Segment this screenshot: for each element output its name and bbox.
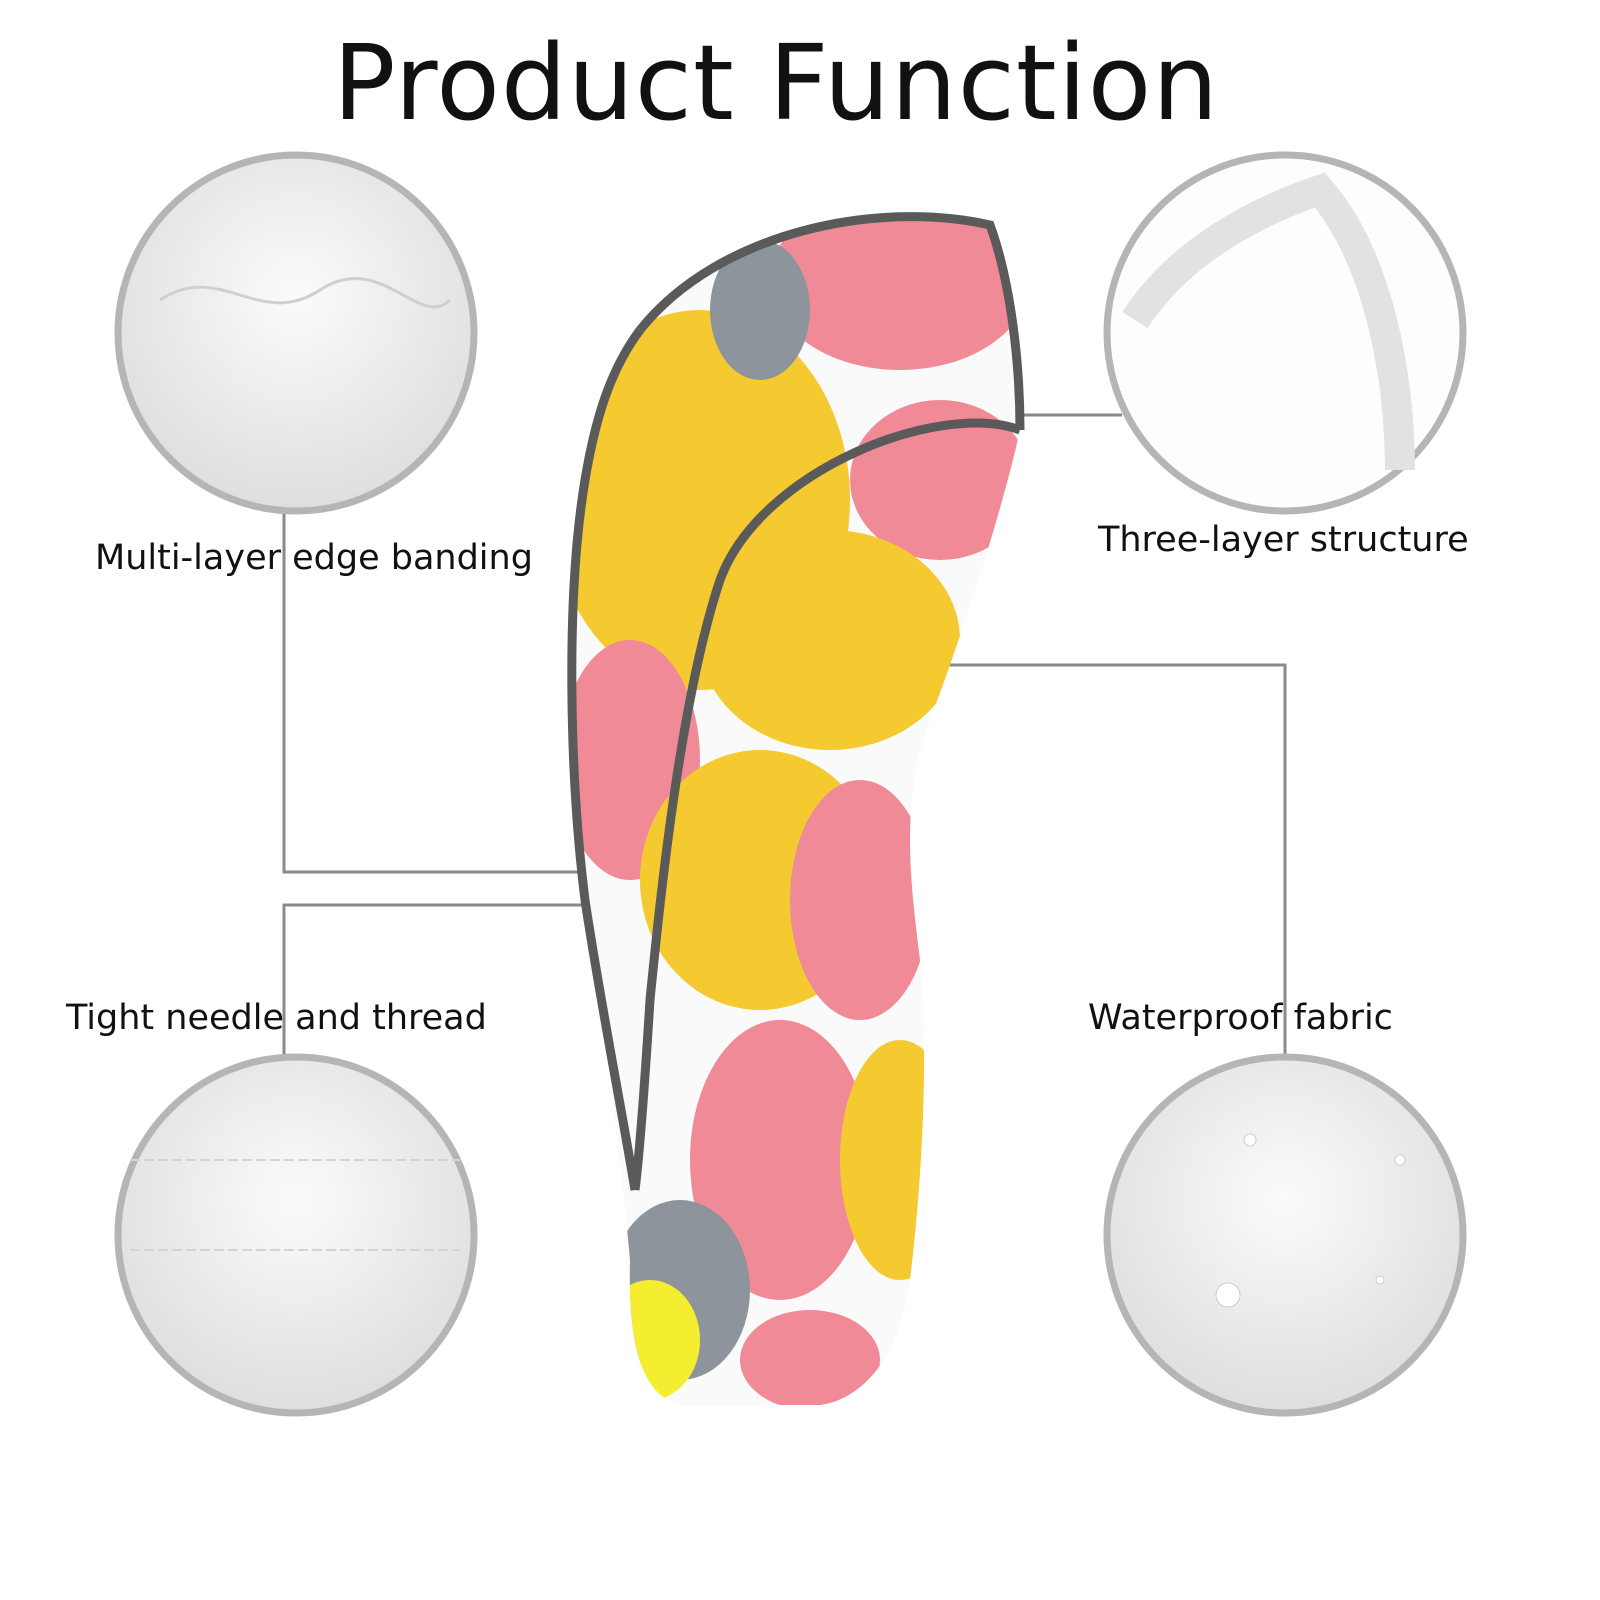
feature-label-edge-banding: Multi-layer edge banding xyxy=(95,538,533,578)
feature-label-three-layer: Three-layer structure xyxy=(1098,520,1469,560)
detail-circle-edge-banding xyxy=(114,151,478,515)
detail-circle-three-layer xyxy=(1103,151,1467,515)
detail-circle-needle-thread xyxy=(114,1053,478,1417)
golf-headcover-image xyxy=(567,212,1025,1406)
feature-label-waterproof: Waterproof fabric xyxy=(1088,998,1393,1038)
page-title: Product Function xyxy=(332,22,1220,144)
connector-lines xyxy=(282,413,1287,1055)
feature-label-needle-thread: Tight needle and thread xyxy=(66,998,487,1038)
detail-circle-waterproof xyxy=(1103,1053,1467,1417)
